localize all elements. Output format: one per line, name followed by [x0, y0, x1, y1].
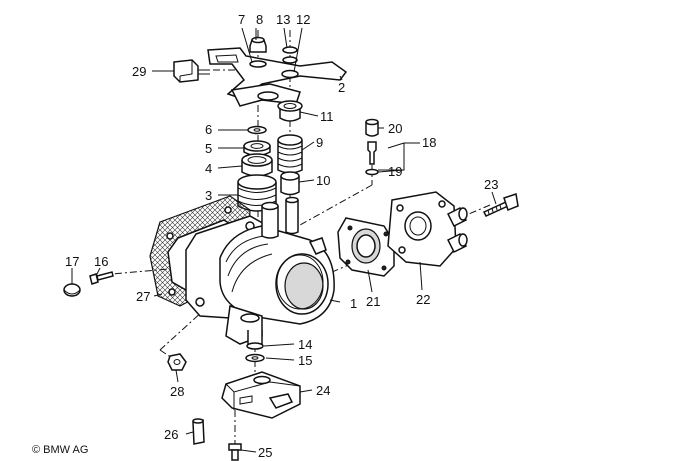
callout-label: 19 — [388, 164, 402, 179]
callout-label: 15 — [298, 353, 312, 368]
callout-label: 1 — [350, 296, 357, 311]
switch-part-29 — [173, 59, 210, 83]
callout-label: 13 — [276, 12, 290, 27]
screw-part-18 — [367, 141, 377, 165]
gasket-part-21 — [337, 217, 395, 277]
leader-lines — [71, 27, 497, 453]
screw-part-25 — [228, 443, 242, 461]
nut-part-8 — [249, 36, 267, 53]
screw-part-16 — [89, 271, 114, 285]
bushing-part-11 — [277, 100, 303, 122]
pin-part-26 — [192, 418, 205, 445]
cap-part-17 — [63, 283, 81, 297]
callout-label: 7 — [238, 12, 245, 27]
bolt-part-23 — [482, 193, 519, 217]
callout-label: 20 — [388, 121, 402, 136]
cup-part-4 — [241, 153, 273, 177]
washer-part-12 — [281, 69, 299, 79]
callout-label: 26 — [164, 427, 178, 442]
callout-label: 5 — [205, 141, 212, 156]
washer-part-19 — [365, 168, 379, 176]
washer-part-14 — [246, 342, 264, 350]
callout-label: 3 — [205, 188, 212, 203]
callout-label: 24 — [316, 383, 330, 398]
throttle-switch-part-24 — [221, 371, 301, 419]
nut-part-28 — [167, 353, 187, 371]
washer-part-6 — [247, 125, 267, 135]
washer-part-13 — [282, 46, 298, 64]
callout-label: 8 — [256, 12, 263, 27]
callout-label: 22 — [416, 292, 430, 307]
callout-label: 11 — [320, 109, 334, 124]
callout-label: 2 — [338, 80, 345, 95]
callout-label: 29 — [132, 64, 146, 79]
callout-label: 4 — [205, 161, 212, 176]
callout-label: 16 — [94, 254, 108, 269]
washer-part-7 — [249, 60, 267, 68]
throttle-body-part-1 — [185, 196, 335, 347]
sleeve-part-10 — [280, 171, 300, 196]
callout-label: 12 — [296, 12, 310, 27]
callout-numbers: 1 2 3 4 5 6 7 8 9 10 11 12 13 14 15 16 1… — [65, 12, 498, 460]
callout-label: 10 — [316, 173, 330, 188]
callout-label: 9 — [316, 135, 323, 150]
callout-label: 6 — [205, 122, 212, 137]
cap-part-20 — [365, 118, 379, 137]
washer-part-15 — [245, 353, 265, 363]
throttle-bracket-part-2 — [207, 47, 348, 107]
copyright-notice: © BMW AG — [32, 444, 88, 456]
callout-label: 17 — [65, 254, 79, 269]
callout-label: 27 — [136, 289, 150, 304]
callout-label: 21 — [366, 294, 380, 309]
copyright-text: BMW AG — [43, 444, 89, 456]
callout-label: 18 — [422, 135, 436, 150]
callout-label: 14 — [298, 337, 312, 352]
callout-label: 23 — [484, 177, 498, 192]
copyright-symbol: © — [32, 444, 41, 456]
housing-part-22 — [387, 191, 468, 267]
spring-part-9 — [277, 134, 303, 174]
callout-label: 28 — [170, 384, 184, 399]
callout-label: 25 — [258, 445, 272, 460]
